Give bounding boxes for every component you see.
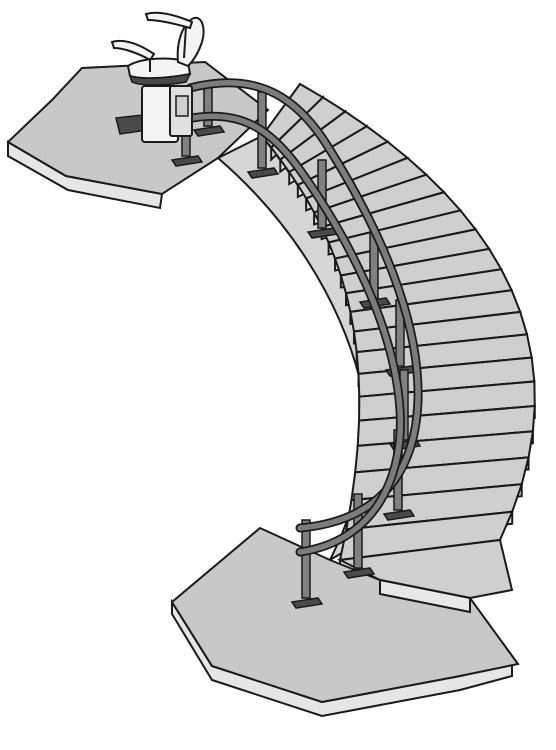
chair-arm-support-right: [183, 25, 187, 59]
stairlift-rails: [185, 78, 423, 557]
bottom-landing: [170, 526, 520, 718]
support-post-foot: [246, 167, 280, 179]
stairlift-chair: [110, 11, 205, 143]
chair-armrest-right: [144, 11, 194, 30]
support-post: [301, 519, 311, 599]
support-post-foot: [290, 597, 324, 609]
inner-rail-fill: [189, 113, 404, 555]
support-post-foot: [342, 567, 376, 579]
chair-armrest-left: [110, 40, 156, 62]
support-post-foot: [382, 509, 416, 521]
support-post-foot: [170, 155, 204, 167]
chair-control-box: [175, 95, 189, 117]
chair-seat-shadow: [128, 72, 192, 86]
bottom-step: [336, 538, 514, 600]
bottom-steps: [336, 538, 514, 614]
bottom-step-riser: [379, 578, 471, 614]
support-post-foot: [192, 125, 226, 137]
